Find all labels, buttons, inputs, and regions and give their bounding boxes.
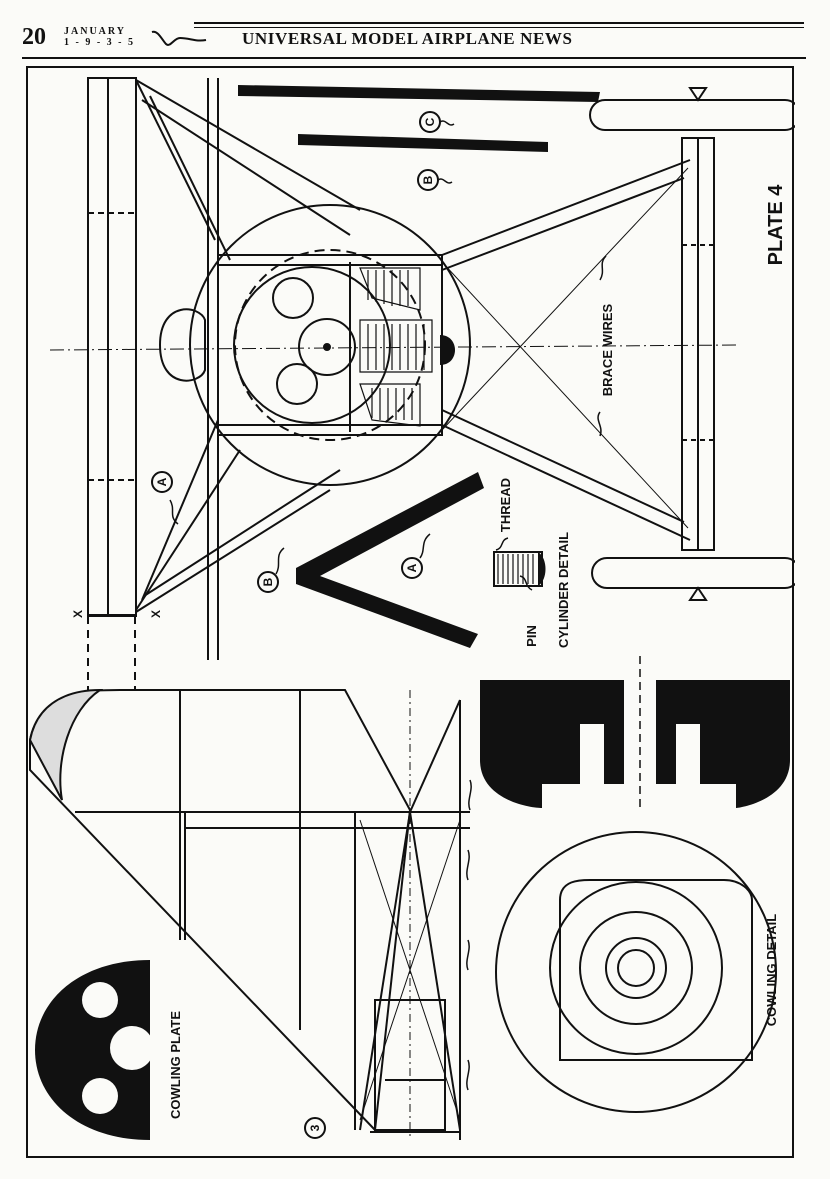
page-number: 20 — [22, 24, 46, 50]
plate-border — [26, 66, 794, 1158]
issue-month: JANUARY — [64, 26, 126, 37]
part-b-strip — [298, 134, 548, 152]
cylinder-detail-label: CYLINDER DETAIL — [556, 532, 571, 648]
callout-a-wing: A — [155, 477, 169, 486]
callouts: C B A B A 3 X X — [71, 111, 441, 1139]
issue-date: JANUARY 1 - 9 - 3 - 5 — [64, 26, 144, 48]
decorative-swash-icon — [151, 30, 207, 46]
part-a-chevron — [296, 472, 484, 648]
issue-year: 1 - 9 - 3 - 5 — [64, 37, 135, 48]
cylinder-fins — [359, 267, 433, 427]
thread-label: THREAD — [498, 478, 513, 532]
leader-lines — [169, 120, 607, 591]
part-c-strip — [238, 85, 600, 102]
wheel-bottom — [591, 557, 795, 589]
callout-a-chevron: A — [405, 563, 419, 572]
mark-x-right: X — [149, 610, 163, 618]
cowling-template-shape — [480, 680, 790, 808]
header-rule — [194, 22, 804, 28]
cowling-detail-label: COWLING DETAIL — [764, 914, 779, 1026]
front-view-wing — [87, 77, 137, 617]
wheel-top — [589, 99, 795, 131]
cylinder-detail-drawing — [493, 551, 546, 587]
page-header: 20 JANUARY 1 - 9 - 3 - 5 UNIVERSAL MODEL… — [0, 0, 830, 62]
pin-label: PIN — [524, 625, 539, 647]
front-hub-shadow — [440, 335, 455, 365]
callout-a-circle-wing — [151, 471, 173, 493]
callout-b-strut: B — [261, 577, 275, 586]
magazine-title: UNIVERSAL MODEL AIRPLANE NEWS — [242, 29, 573, 48]
callout-b: B — [421, 175, 435, 184]
view-number-circle — [304, 1117, 326, 1139]
front-cowling-ring — [189, 204, 471, 486]
view-number: 3 — [308, 1124, 322, 1131]
callout-a-circle-chevron — [401, 557, 423, 579]
callout-c: C — [423, 117, 437, 126]
plate-label: PLATE 4 — [765, 184, 787, 266]
callout-b-circle-strut — [257, 571, 279, 593]
side-view-drawing — [28, 688, 472, 1140]
plate-drawing: C B A B A 3 X X PLATE 4 BRACE WIRES THRE… — [25, 64, 795, 1160]
mark-x-left: X — [71, 610, 85, 618]
cowling-plate-label: COWLING PLATE — [168, 1011, 183, 1119]
front-view-drawing — [49, 77, 795, 690]
header-underline — [22, 57, 806, 59]
cowling-plate-drawing — [35, 960, 154, 1140]
cowling-detail-drawing — [495, 831, 777, 1113]
plate-svg: C B A B A 3 X X PLATE 4 BRACE WIRES THRE… — [26, 66, 795, 1158]
brace-wires-label: BRACE WIRES — [600, 303, 615, 396]
